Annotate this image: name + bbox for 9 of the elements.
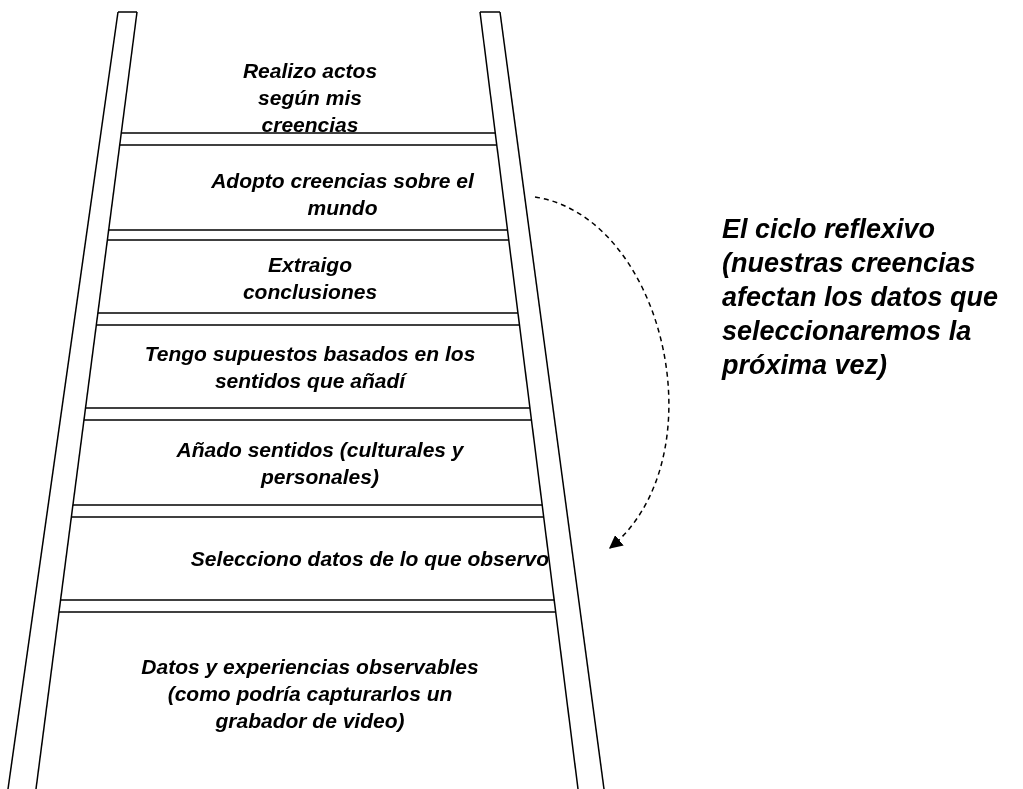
step-text: Tengo supuestos basados en los sentidos que añadí — [143, 341, 477, 394]
dashed-arrow — [534, 196, 670, 549]
step-text: Adopto creencias sobre el mundo — [210, 168, 475, 221]
step-text: Selecciono datos de lo que observo — [190, 545, 550, 572]
cycle-note: El ciclo reflexivo (nuestras creencias afectan los datos que seleccionaremos la próxima vez) — [722, 213, 1000, 382]
step-text: Añado sentidos (culturales y personales) — [175, 437, 465, 490]
step-text: Extraigo conclusiones — [241, 252, 379, 305]
step-text: Datos y experiencias observables (como podría capturarlos un grabador de video) — [140, 653, 480, 734]
step-text: Realizo actos según mis creencias — [241, 58, 379, 138]
